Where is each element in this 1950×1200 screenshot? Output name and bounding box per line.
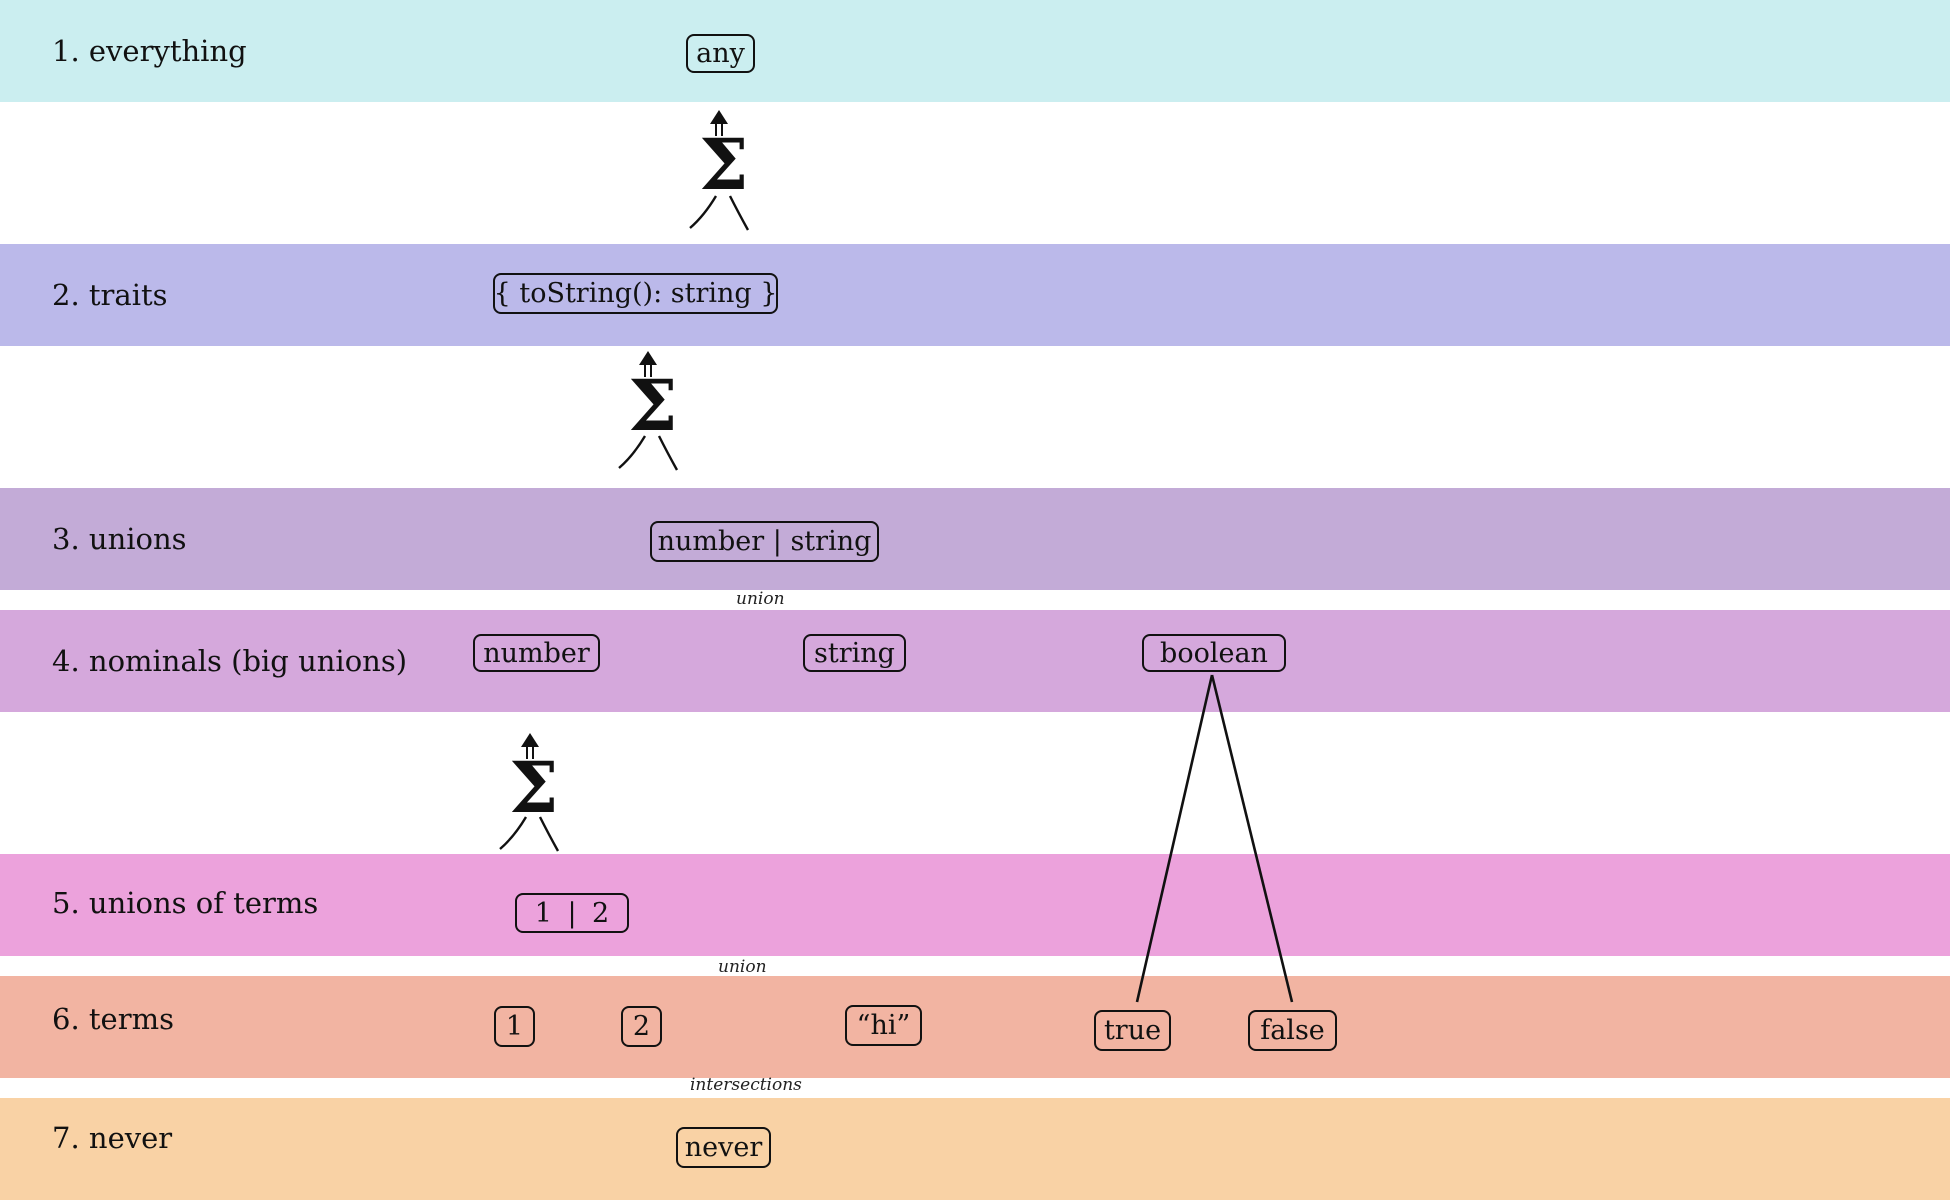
- layer-traits-band: 2. traits: [0, 244, 1950, 346]
- separator-union-label: union: [736, 589, 785, 609]
- node-term-hi: “hi”: [845, 1005, 922, 1046]
- layer-label: 5. unions of terms: [52, 886, 319, 920]
- node-term-two: 2: [621, 1006, 662, 1047]
- node-term-one: 1: [494, 1006, 535, 1047]
- union-separator: |: [567, 897, 577, 929]
- layer-unions-of-terms-band: 5. unions of terms: [0, 854, 1950, 956]
- sigma-arrow-icon: [499, 733, 560, 852]
- sigma-arrow-icon: [618, 351, 679, 471]
- layer-terms-band: 6. terms: [0, 976, 1950, 1078]
- sigma-icon: Σ: [509, 746, 559, 829]
- boolean-to-true-edge: [1135, 674, 1214, 1003]
- node-term-false: false: [1248, 1010, 1337, 1051]
- layer-label: 3. unions: [52, 522, 187, 556]
- layer-label: 6. terms: [52, 1002, 174, 1036]
- boolean-to-false-edge: [1210, 674, 1294, 1003]
- layer-unions-band: 3. unions: [0, 488, 1950, 590]
- node-boolean: boolean: [1142, 634, 1286, 672]
- layer-label: 7. never: [52, 1121, 173, 1155]
- node-string: string: [803, 634, 906, 672]
- node-number-string-union: number | string: [650, 521, 879, 562]
- separator-union-label: union: [718, 957, 767, 977]
- layer-label: 1. everything: [52, 34, 247, 68]
- node-any: any: [686, 34, 755, 73]
- node-trait-tostring: { toString(): string }: [493, 273, 778, 314]
- node-never: never: [676, 1127, 771, 1168]
- layer-everything-band: 1. everything: [0, 0, 1950, 102]
- union-term-right: 2: [592, 897, 610, 929]
- layer-never-band: 7. never: [0, 1098, 1950, 1200]
- layer-nominals-band: 4. nominals (big unions): [0, 610, 1950, 712]
- layer-label: 4. nominals (big unions): [52, 644, 408, 678]
- separator-intersections-label: intersections: [690, 1075, 802, 1095]
- layer-label: 2. traits: [52, 278, 168, 312]
- sigma-arrow-icon: [689, 110, 750, 231]
- sigma-icon: Σ: [699, 123, 749, 206]
- node-number: number: [473, 634, 600, 672]
- node-one-two-union: 1 | 2: [515, 893, 629, 933]
- sigma-icon: Σ: [628, 364, 678, 447]
- node-term-true: true: [1094, 1010, 1171, 1051]
- union-term-left: 1: [534, 897, 552, 929]
